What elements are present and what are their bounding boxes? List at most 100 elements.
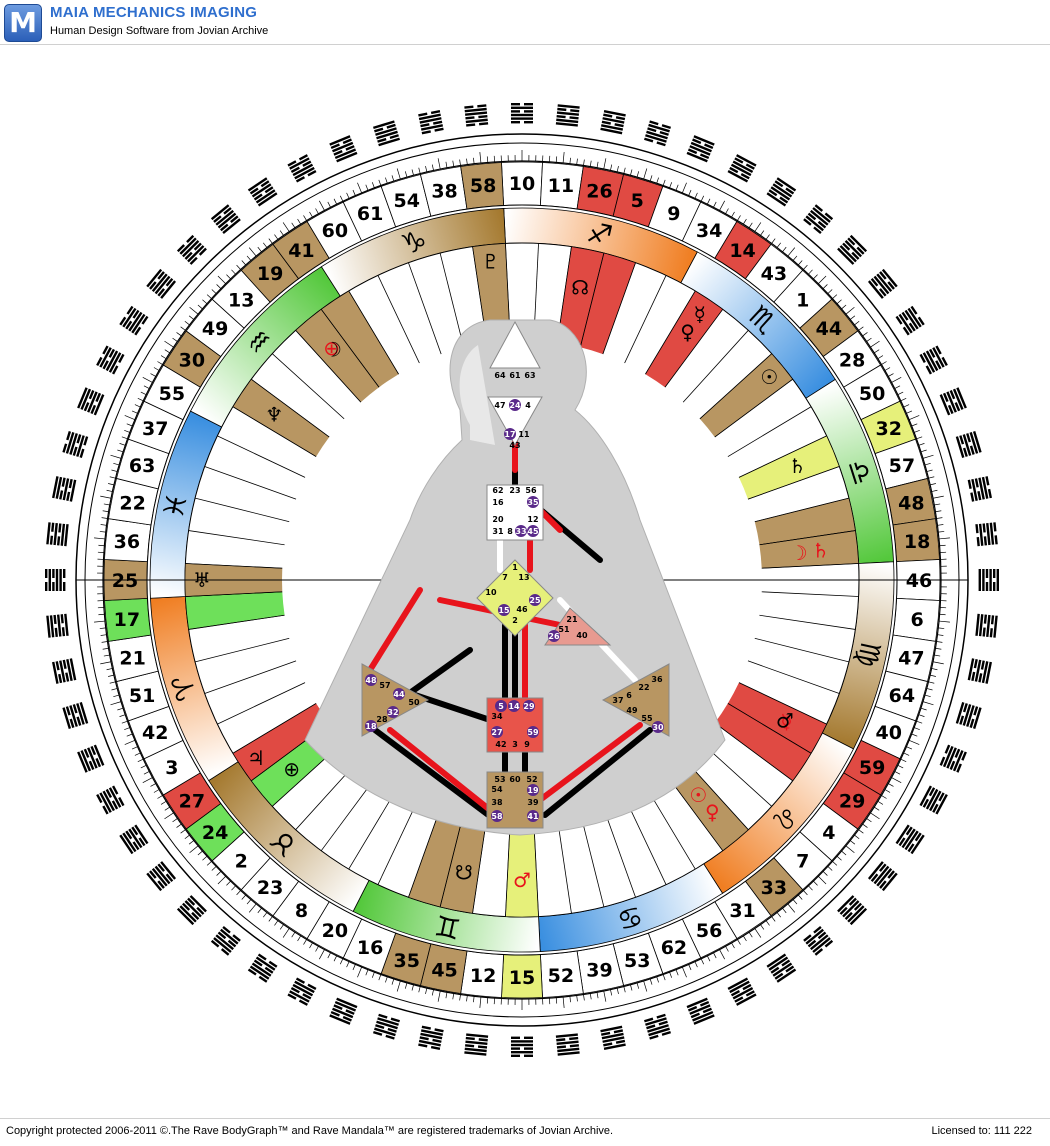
center-gate: 27 (491, 728, 502, 737)
footer: Copyright protected 2006-2011 ©.The Rave… (0, 1118, 1050, 1146)
hexagram-icon (837, 895, 867, 925)
center-gate: 7 (502, 573, 508, 582)
center-gate: 40 (576, 631, 588, 640)
center-gate: 57 (379, 681, 390, 690)
center-gate: 8 (507, 527, 513, 536)
center-gate: 53 (494, 775, 505, 784)
hexagram-icon (177, 235, 207, 265)
gate-number: 40 (876, 722, 902, 744)
center-gate: 4 (525, 401, 531, 410)
center-gate: 56 (525, 486, 537, 495)
gate-number: 55 (159, 383, 185, 405)
center-gate: 52 (526, 775, 537, 784)
hexagram-icon (248, 954, 278, 983)
gate-number: 63 (129, 455, 155, 477)
gate-number: 42 (142, 722, 168, 744)
hexagram-icon (940, 387, 967, 415)
gate-number: 27 (179, 791, 205, 813)
center-gate: 45 (527, 527, 539, 536)
gate-number: 18 (904, 531, 930, 553)
hexagram-icon (803, 204, 833, 234)
mars-icon: ♂ (776, 708, 794, 732)
hexagram-icon (511, 103, 533, 123)
gate-number: 7 (796, 851, 809, 873)
center-gate: 10 (485, 588, 497, 597)
hexagram-icon (767, 177, 797, 206)
hexagram-icon (868, 269, 898, 299)
hexagram-icon (96, 345, 124, 374)
hexagram-icon (329, 135, 357, 162)
uranus-icon: ♅ (193, 568, 211, 592)
gate-number: 29 (839, 791, 865, 813)
gate-number: 6 (910, 609, 923, 631)
center-gate: 64 (494, 371, 506, 380)
center-gate: 28 (376, 715, 388, 724)
hexagram-icon (896, 306, 925, 336)
center-gate: 43 (509, 441, 520, 450)
saturn-design-icon: ♄ (812, 539, 830, 563)
hexagram-icon (287, 154, 316, 182)
center-gate: 6 (626, 691, 632, 700)
gate-number: 38 (431, 181, 457, 203)
gate-number: 13 (228, 289, 254, 311)
hexagram-icon (373, 1014, 400, 1040)
center-gate: 46 (516, 605, 528, 614)
hexagram-icon (373, 120, 400, 146)
app-header: M MAIA MECHANICS IMAGING Human Design So… (0, 0, 1050, 45)
gate-number: 41 (288, 240, 314, 262)
gate-number: 3 (165, 757, 178, 779)
gate-number: 53 (624, 950, 650, 972)
gate-number: 58 (470, 175, 496, 197)
center-gate: 24 (509, 401, 521, 410)
center-gate: 21 (566, 615, 578, 624)
center-gate: 16 (492, 498, 504, 507)
gate-number: 11 (548, 175, 574, 197)
center-gate: 18 (365, 722, 377, 731)
center-gate: 60 (509, 775, 521, 784)
app-subtitle: Human Design Software from Jovian Archiv… (50, 25, 268, 37)
gate-number: 59 (859, 757, 885, 779)
hexagram-icon (62, 431, 88, 458)
north-node-icon: ☊ (571, 276, 589, 300)
center-gate: 58 (491, 812, 503, 821)
hexagram-icon (767, 954, 797, 983)
gate-number: 16 (357, 937, 383, 959)
gate-number: 43 (761, 263, 787, 285)
hexagram-icon (956, 702, 982, 729)
gate-number: 17 (114, 609, 140, 631)
gate-number: 21 (119, 647, 145, 669)
hexagram-icon (687, 135, 715, 162)
center-gate: 54 (491, 785, 503, 794)
neptune-icon: ♆ (265, 402, 283, 426)
moon-icon: ☽ (324, 338, 342, 362)
hexagram-icon (146, 269, 176, 299)
hexagram-icon (644, 120, 671, 146)
hexagram-icon (644, 1014, 671, 1040)
gate-number: 54 (394, 190, 420, 212)
gate-number: 24 (202, 822, 228, 844)
hexagram-icon (46, 614, 68, 638)
gate-number: 14 (729, 240, 755, 262)
hexagram-icon (52, 476, 76, 502)
hexagram-icon (975, 614, 997, 638)
gate-number: 19 (257, 263, 283, 285)
center-gate: 61 (509, 371, 521, 380)
moon-design-icon: ☽ (790, 541, 808, 565)
center-gate: 26 (548, 632, 560, 641)
gate-number: 20 (322, 920, 348, 942)
gate-number: 44 (816, 318, 842, 340)
hexagram-icon (600, 1026, 626, 1050)
gate-number: 36 (114, 531, 140, 553)
gate-number: 31 (729, 900, 755, 922)
center-gate: 41 (527, 812, 539, 821)
gate-number: 48 (898, 493, 924, 515)
gate-number: 1 (796, 289, 809, 311)
gate-number: 64 (889, 685, 915, 707)
hexagram-icon (968, 658, 992, 684)
center-gate: 62 (492, 486, 503, 495)
gate-number: 46 (906, 570, 932, 592)
center-gate: 38 (491, 798, 503, 807)
gate-number: 35 (394, 950, 420, 972)
gate-number: 50 (859, 383, 885, 405)
